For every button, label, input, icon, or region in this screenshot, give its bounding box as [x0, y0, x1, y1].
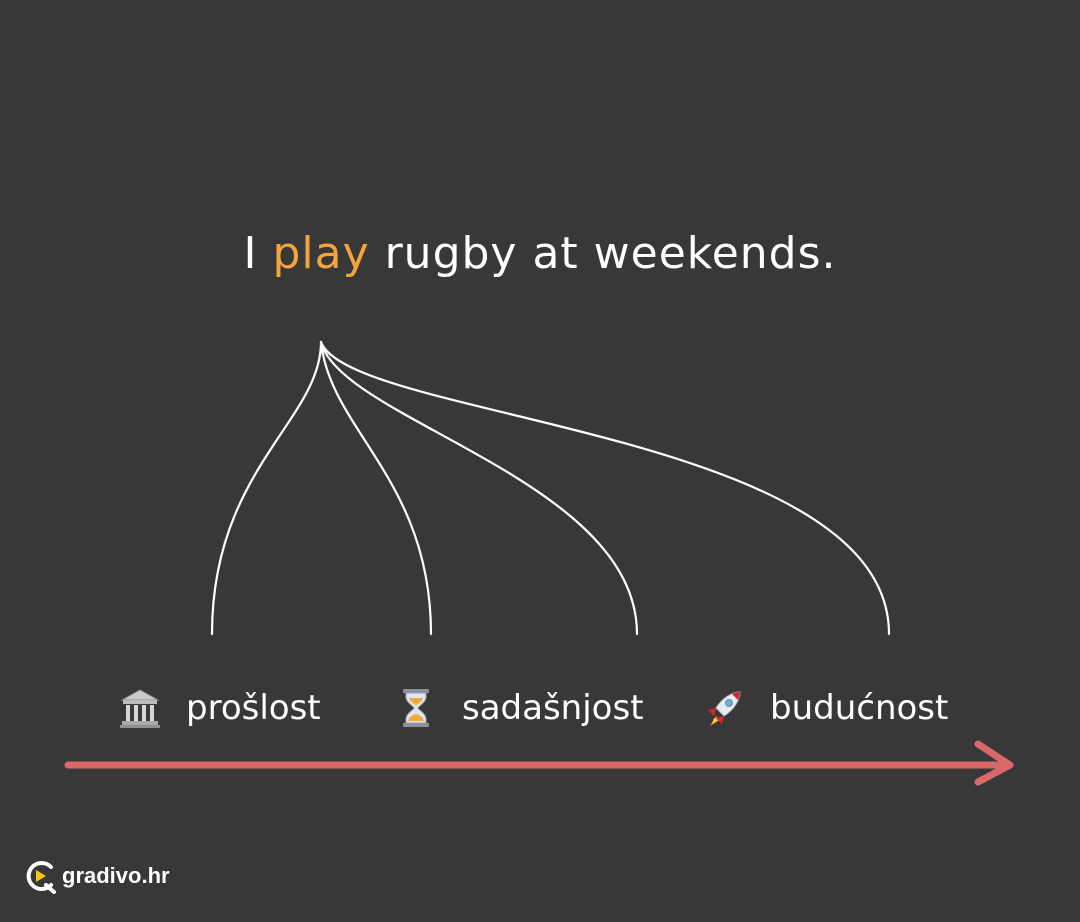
timeline-arrow: [64, 740, 1014, 786]
timeline-label-past: prošlost: [118, 686, 321, 730]
hourglass-icon: [403, 689, 429, 727]
timeline-arrow-head: [974, 740, 1014, 786]
brand-logo[interactable]: gradivo.hr: [24, 858, 170, 894]
connector-line-3: [319, 340, 639, 636]
sentence-after: rugby at weekends.: [369, 228, 837, 279]
classical-building-icon: [120, 689, 160, 728]
timeline-label-past-text: prošlost: [186, 688, 321, 728]
connector-line-1: [210, 340, 323, 636]
rocket-icon: [708, 691, 741, 726]
sentence-before: I: [243, 228, 273, 279]
timeline-label-future: budućnost: [702, 686, 948, 730]
connector-line-2: [319, 340, 433, 636]
brand-name: gradivo.hr: [62, 863, 170, 888]
connector-line-4: [319, 340, 891, 636]
sentence-verb: play: [272, 228, 370, 279]
gradivo-logo-icon: [26, 861, 56, 894]
timeline-label-present: sadašnjost: [394, 686, 644, 730]
timeline-label-present-text: sadašnjost: [462, 688, 644, 728]
timeline-label-future-text: budućnost: [770, 688, 949, 728]
example-sentence: I play rugby at weekends.: [0, 228, 1080, 279]
